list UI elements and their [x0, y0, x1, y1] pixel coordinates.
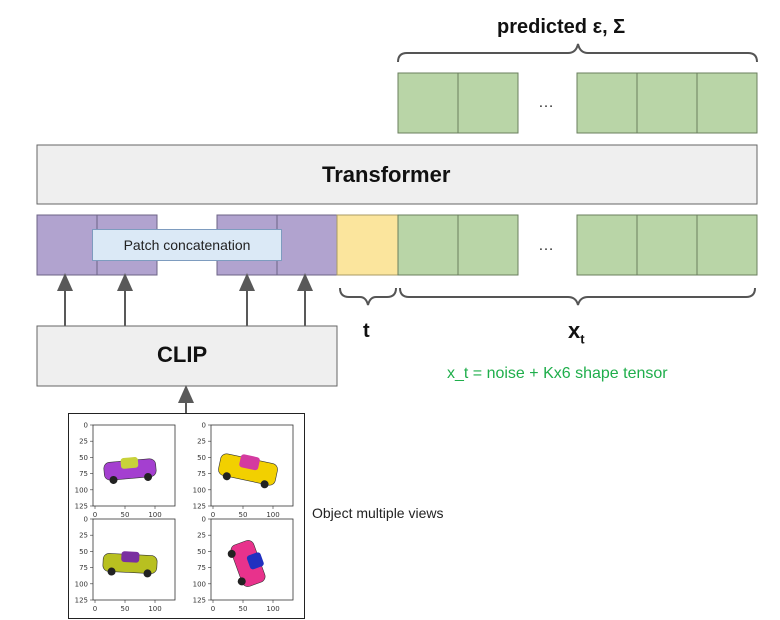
noise-token [457, 214, 519, 276]
transformer-label: Transformer [322, 162, 451, 187]
y-tick-label: 25 [79, 438, 88, 446]
y-tick-label: 0 [84, 516, 88, 524]
y-tick-label: 25 [197, 532, 206, 540]
y-tick-label: 0 [202, 516, 206, 524]
xt-brace [399, 287, 756, 306]
car-wheel [227, 549, 236, 558]
car-wheel [260, 480, 269, 489]
transformer-block [36, 144, 758, 205]
y-tick-label: 75 [197, 564, 206, 572]
output-brace [397, 43, 758, 63]
x-tick-label: 100 [148, 605, 161, 613]
image-token [276, 214, 338, 276]
output-tokens [397, 72, 758, 134]
y-tick-label: 100 [193, 580, 206, 588]
car-thumbnail [218, 453, 278, 489]
car-thumbnail [227, 540, 266, 587]
patch-concatenation-label: Patch concatenation [92, 229, 282, 261]
y-tick-label: 50 [79, 454, 88, 462]
x-tick-label: 100 [266, 605, 279, 613]
y-tick-label: 75 [197, 470, 206, 478]
y-tick-label: 25 [79, 532, 88, 540]
y-tick-label: 50 [79, 548, 88, 556]
y-tick-label: 125 [193, 597, 206, 605]
y-tick-label: 100 [75, 486, 88, 494]
y-tick-label: 100 [193, 486, 206, 494]
output-token [576, 72, 638, 134]
output-token [696, 72, 758, 134]
views-grid: 0 25 50 75 100 125 0 50 100 0 25 50 75 100 125 0 50 100 0 2… [75, 422, 294, 613]
car-roof [239, 454, 260, 471]
car-roof [246, 552, 264, 570]
car-wheel [144, 472, 153, 481]
t-label: t [363, 320, 370, 342]
x-tick-label: 50 [239, 605, 248, 613]
t-brace [339, 287, 397, 306]
y-tick-label: 25 [197, 438, 206, 446]
object-views-panel: 0 25 50 75 100 125 0 50 100 0 25 50 75 100 125 0 50 100 0 2… [68, 413, 305, 619]
x-tick-label: 50 [239, 511, 248, 519]
car-wheel [237, 577, 246, 586]
x-tick-label: 100 [148, 511, 161, 519]
x-tick-label: 100 [266, 511, 279, 519]
clip-label: CLIP [157, 342, 208, 367]
y-tick-label: 50 [197, 548, 206, 556]
y-tick-label: 125 [75, 503, 88, 511]
output-token [636, 72, 698, 134]
xt-label: xt [568, 318, 585, 346]
xt-main: x [568, 318, 581, 343]
xt-subscript: t [580, 331, 585, 347]
car-wheel [107, 567, 116, 576]
car-thumbnail [103, 457, 157, 484]
x-tick-label: 0 [93, 605, 97, 613]
noise-token [636, 214, 698, 276]
car-thumbnail [102, 551, 158, 578]
y-tick-label: 75 [79, 564, 88, 572]
y-tick-label: 75 [79, 470, 88, 478]
car-wheel [109, 475, 118, 484]
x-tick-label: 0 [93, 511, 97, 519]
car-wheel [143, 569, 152, 578]
image-token [36, 214, 98, 276]
timestep-token [336, 214, 399, 276]
car-roof [120, 457, 139, 469]
output-ellipsis: … [538, 94, 554, 111]
y-tick-label: 100 [75, 580, 88, 588]
x-tick-label: 50 [121, 511, 130, 519]
x-tick-label: 0 [211, 511, 215, 519]
car-roof [121, 551, 140, 563]
output-label: predicted ε, Σ [497, 16, 626, 38]
y-tick-label: 0 [84, 422, 88, 430]
clip-block [36, 325, 338, 387]
x-tick-label: 50 [121, 605, 130, 613]
y-tick-label: 125 [193, 503, 206, 511]
output-token [457, 72, 519, 134]
y-tick-label: 125 [75, 597, 88, 605]
noise-token [576, 214, 638, 276]
clip-arrows [57, 273, 313, 326]
input-ellipsis: … [538, 237, 554, 254]
xt-note: x_t = noise + Kx6 shape tensor [447, 365, 668, 382]
car-wheel [222, 472, 231, 481]
y-tick-label: 0 [202, 422, 206, 430]
y-tick-label: 50 [197, 454, 206, 462]
noise-token [696, 214, 758, 276]
output-token [397, 72, 459, 134]
views-caption: Object multiple views [312, 505, 444, 521]
x-tick-label: 0 [211, 605, 215, 613]
noise-token [397, 214, 459, 276]
